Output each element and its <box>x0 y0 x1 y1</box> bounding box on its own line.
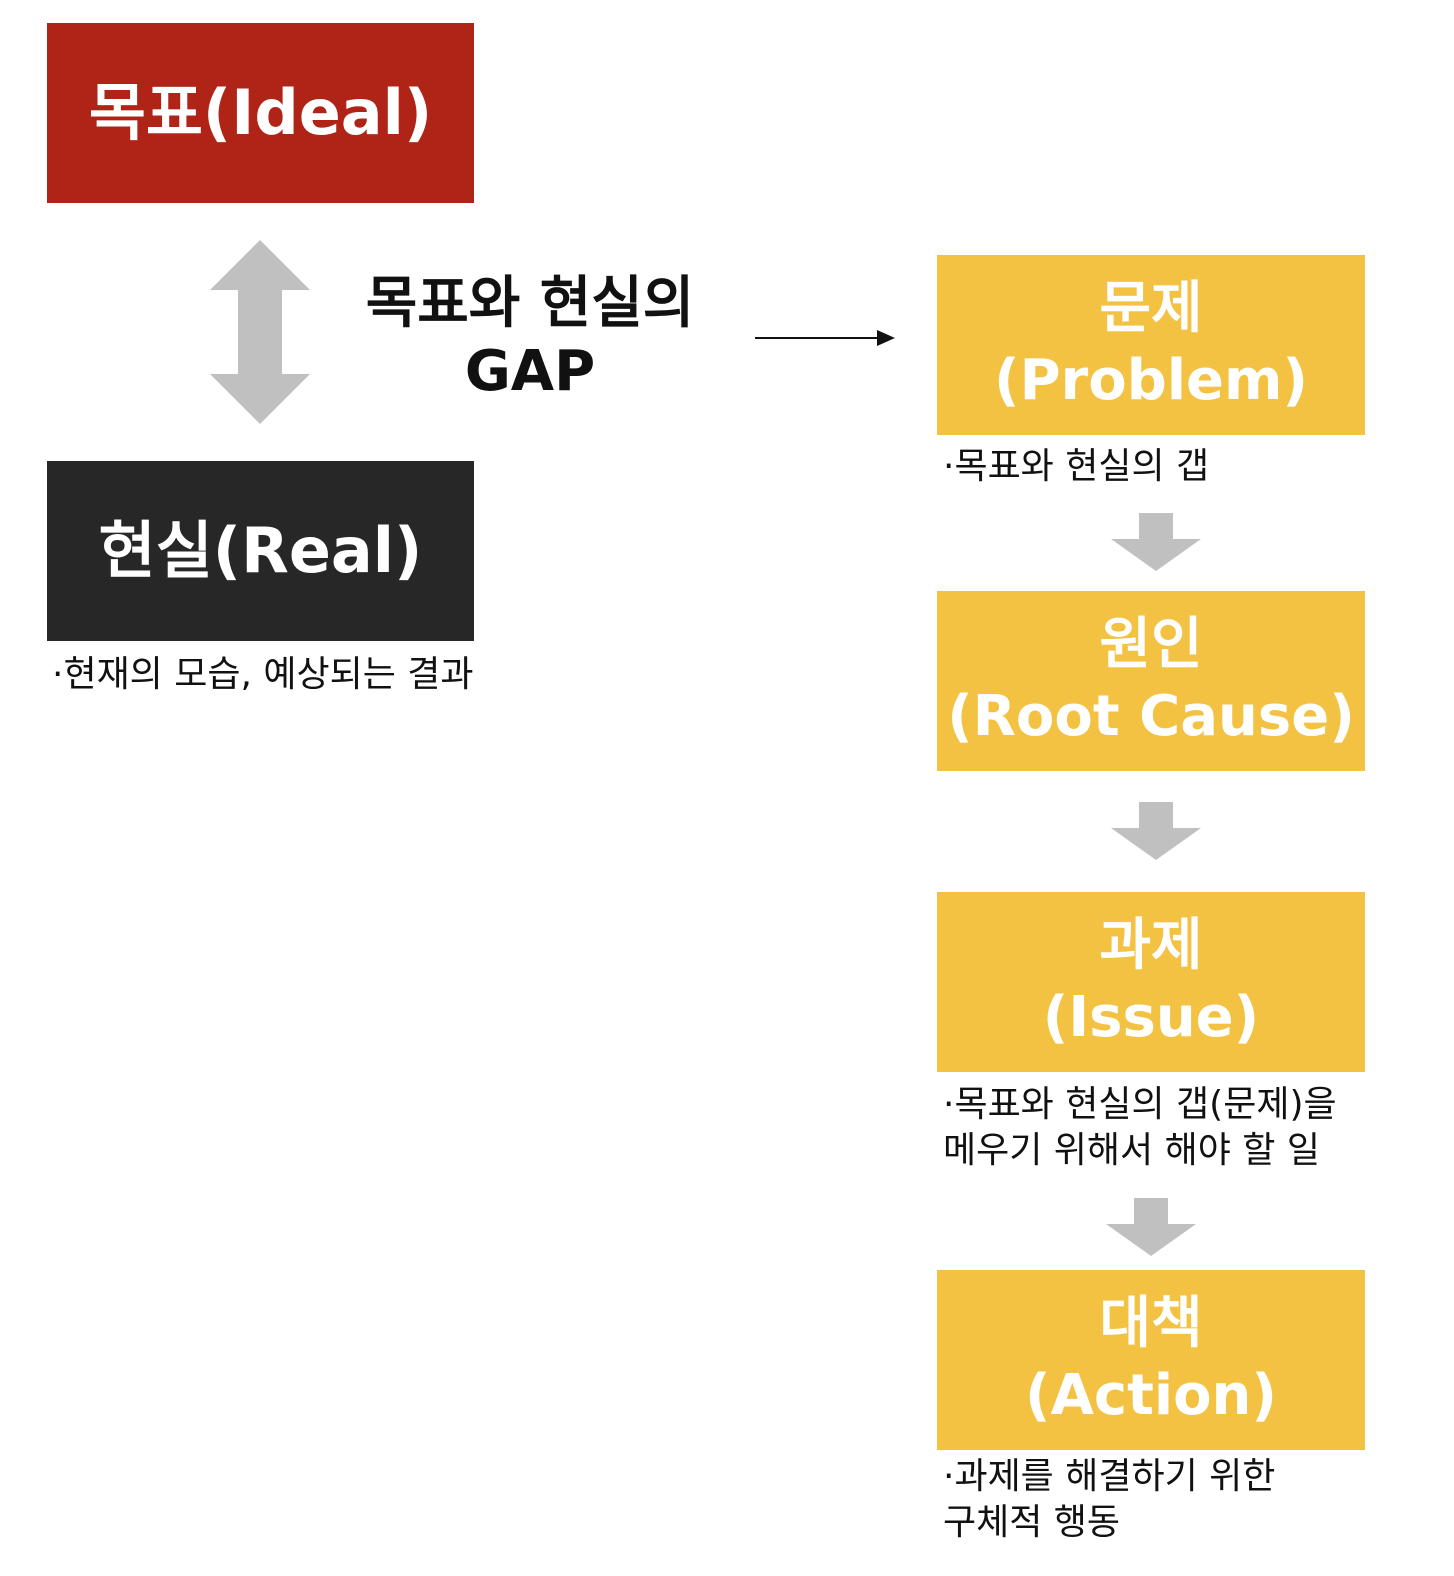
gap-label: 목표와 현실의 GAP <box>330 270 730 406</box>
gap-label-line2: GAP <box>464 339 596 404</box>
real-box: 현실(Real) <box>47 461 474 641</box>
action-subtitle: (Action) <box>1024 1363 1278 1428</box>
ideal-label: 목표(Ideal) <box>88 76 433 150</box>
problem-subtitle: (Problem) <box>994 348 1308 413</box>
root-cause-subtitle: (Root Cause) <box>947 684 1355 749</box>
issue-title: 과제 <box>1099 913 1203 979</box>
right-arrow-icon <box>755 330 895 346</box>
down-arrow-icon <box>1111 802 1201 860</box>
double-arrow-icon <box>210 240 310 424</box>
real-label: 현실(Real) <box>98 514 423 588</box>
real-note: ·현재의 모습, 예상되는 결과 <box>52 654 474 695</box>
root-cause-title: 원인 <box>1099 612 1203 678</box>
action-title: 대책 <box>1099 1291 1203 1357</box>
problem-note: ·목표와 현실의 갭 <box>943 446 1210 487</box>
problem-box: 문제 (Problem) <box>937 255 1365 435</box>
down-arrow-icon <box>1111 513 1201 571</box>
problem-title: 문제 <box>1099 276 1203 342</box>
action-box: 대책 (Action) <box>937 1270 1365 1450</box>
issue-note: ·목표와 현실의 갭(문제)을 메우기 위해서 해야 할 일 <box>943 1084 1337 1171</box>
issue-box: 과제 (Issue) <box>937 892 1365 1072</box>
root-cause-box: 원인 (Root Cause) <box>937 591 1365 771</box>
action-note: ·과제를 해결하기 위한 구체적 행동 <box>943 1456 1276 1543</box>
down-arrow-icon <box>1106 1198 1196 1256</box>
issue-subtitle: (Issue) <box>1042 985 1260 1050</box>
gap-label-line1: 목표와 현실의 <box>365 271 695 336</box>
ideal-box: 목표(Ideal) <box>47 23 474 203</box>
